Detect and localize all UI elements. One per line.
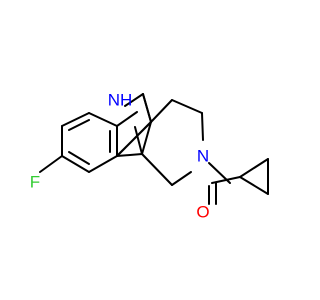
bond	[141, 121, 152, 155]
bond	[116, 111, 138, 127]
bond	[150, 99, 173, 123]
atom-label-o: O	[196, 203, 209, 222]
bond-inner	[68, 151, 90, 165]
bond	[124, 93, 144, 107]
bond	[61, 155, 90, 173]
bond	[116, 121, 152, 157]
bond	[142, 93, 152, 123]
bond	[39, 155, 63, 173]
bond	[171, 171, 192, 186]
bond	[88, 112, 118, 127]
atom-labels: NH N O F	[30, 91, 210, 222]
bond	[239, 176, 269, 195]
bond	[141, 153, 173, 186]
bond-inner	[134, 126, 143, 155]
bond	[116, 153, 143, 157]
bond	[61, 112, 90, 127]
bond	[171, 99, 203, 114]
bond	[88, 155, 118, 173]
bonds	[39, 93, 269, 205]
atom-label-nh: NH	[108, 91, 133, 110]
bond	[239, 158, 269, 178]
bond	[201, 112, 204, 141]
atom-label-n-amide: N	[197, 147, 209, 166]
bond	[211, 176, 241, 184]
bond-inner	[68, 119, 90, 131]
molecule-structure: NH N O F	[30, 91, 269, 222]
atom-label-f: F	[30, 173, 40, 192]
